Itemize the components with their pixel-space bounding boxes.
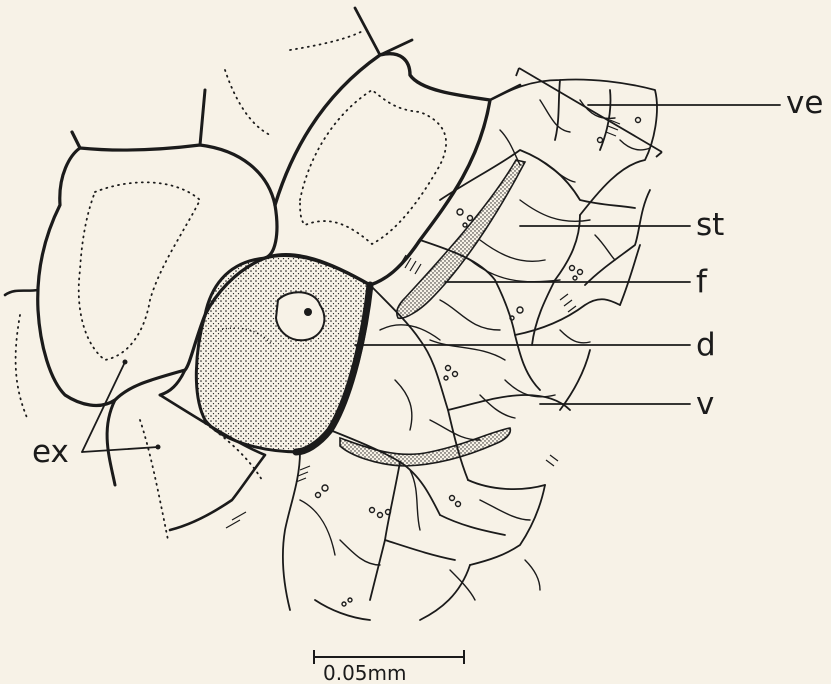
endodermis-cell <box>196 256 370 452</box>
label-f: f <box>696 264 708 300</box>
label-v: v <box>696 386 714 422</box>
nucleus <box>276 292 324 340</box>
ex-pointer-dot <box>156 445 161 450</box>
label-st: st <box>696 207 724 243</box>
label-ex: ex <box>32 434 69 470</box>
label-d: d <box>696 327 716 363</box>
scale-bar-label: 0.05mm <box>323 661 407 684</box>
label-ve: ve <box>786 85 823 121</box>
organelles <box>316 118 641 607</box>
ex-pointer-dot <box>123 360 128 365</box>
